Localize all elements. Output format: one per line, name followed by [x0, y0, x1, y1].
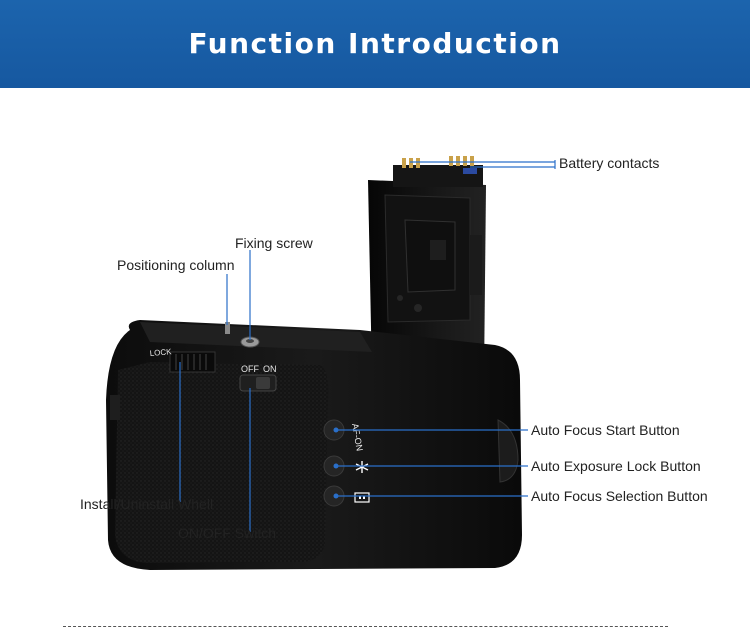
battery-contact-pins [402, 156, 474, 168]
positioning-pin [225, 322, 230, 334]
callout-lines [179, 160, 556, 532]
page-title: Function Introduction [188, 27, 562, 60]
callout-dots [333, 427, 339, 499]
contact-block [393, 165, 483, 187]
label-positioning-column: Positioning column [117, 257, 235, 273]
label-install-wheel: Install/Uninstall Whell [80, 496, 214, 512]
label-fixing-screw: Fixing screw [235, 235, 313, 251]
lock-wheel [169, 351, 216, 373]
af-point-icon [354, 492, 370, 503]
rubber-grip-panel [115, 362, 329, 563]
bottom-divider [63, 626, 668, 627]
asterisk-icon [355, 461, 369, 473]
header-banner: Function Introduction [0, 0, 750, 88]
off-marking: OFF [241, 364, 259, 374]
label-af-selection: Auto Focus Selection Button [531, 488, 708, 504]
label-ae-lock: Auto Exposure Lock Button [531, 458, 701, 474]
label-af-start: Auto Focus Start Button [531, 422, 680, 438]
on-marking: ON [263, 364, 277, 374]
label-on-off-switch: ON/OFF Switch [178, 525, 277, 541]
lock-marking: LOCK [149, 347, 172, 358]
label-battery-contacts: Battery contacts [559, 155, 660, 171]
